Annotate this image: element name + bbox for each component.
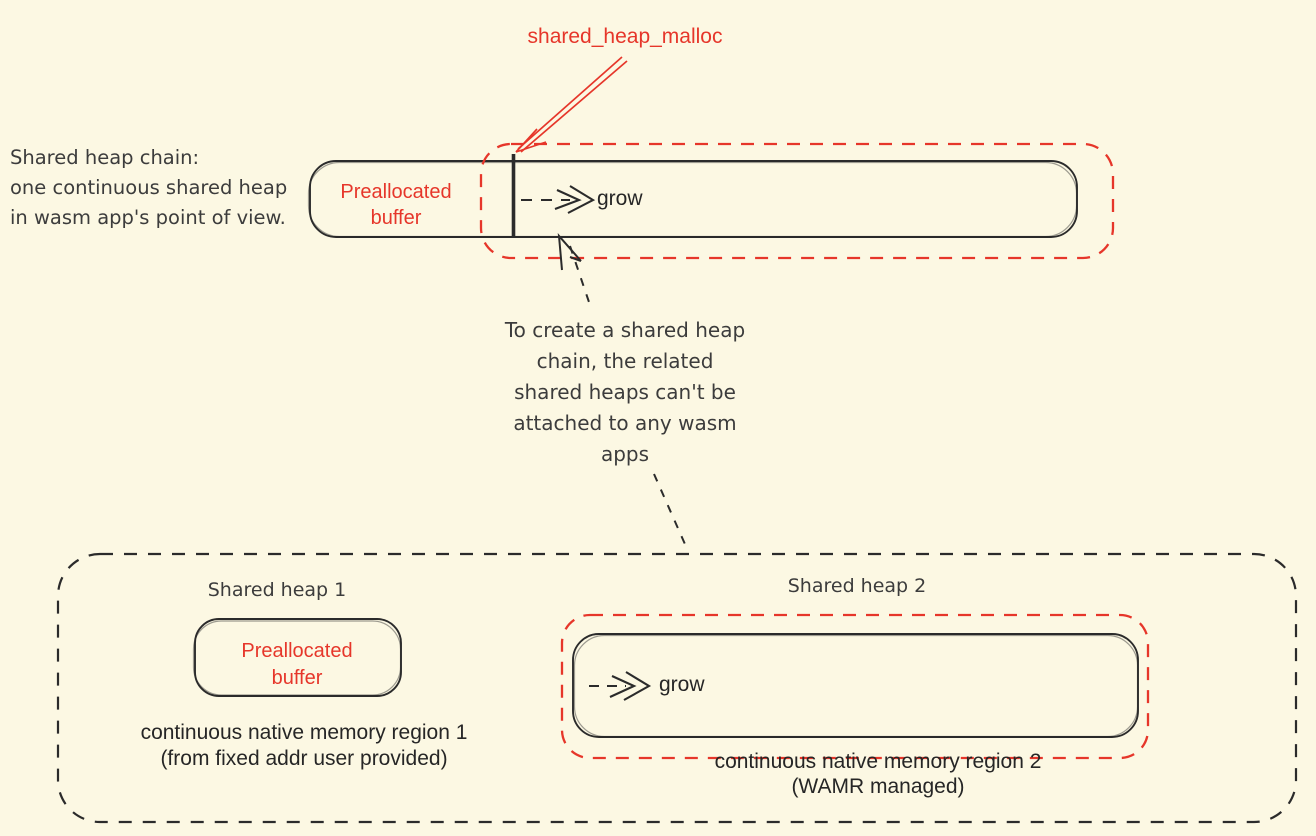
prealloc-buffer-label: Preallocated buffer: [340, 179, 451, 231]
heap1-title: Shared heap 1: [207, 579, 347, 601]
grow-label: grow: [659, 673, 705, 696]
note-line: chain, the related: [536, 349, 714, 373]
shared-heaps-group-dashed-box: [56, 552, 1298, 824]
region-caption-line: continuous native memory region 1: [140, 721, 468, 744]
caption-line: one continuous shared heap: [10, 176, 288, 199]
caption-line: in wasm app's point of view.: [10, 206, 286, 229]
grow-arrow-icon: [521, 185, 596, 214]
grow-arrow-icon: [589, 671, 652, 701]
caption-line: Shared heap chain:: [10, 146, 200, 169]
malloc-callout-label: shared_heap_malloc: [527, 25, 723, 48]
prealloc-label-line: Preallocated: [340, 181, 452, 203]
note-connector-top: [569, 245, 592, 309]
region-caption-line: continuous native memory region 2: [714, 750, 1042, 773]
cursor-arrow-icon: [557, 233, 582, 271]
note-line: attached to any wasm: [513, 411, 737, 435]
heap2-box: [572, 633, 1139, 738]
prealloc-label-line: buffer: [271, 667, 323, 689]
growable-region-dashed-outline: [479, 142, 1115, 260]
heap2-region-caption: continuous native memory region 2 (WAMR …: [715, 749, 1042, 799]
note-connector-bottom: [653, 473, 689, 552]
prealloc-label-line: Preallocated: [241, 640, 353, 662]
malloc-callout-arrow-icon: [515, 56, 628, 153]
chain-caption: Shared heap chain: one continuous shared…: [10, 143, 287, 233]
chain-note: To create a shared heap chain, the relat…: [505, 315, 745, 470]
region-caption-line: (WAMR managed): [791, 775, 965, 798]
note-line: shared heaps can't be: [514, 380, 736, 404]
heap2-box-sketch: [573, 634, 1139, 738]
region-caption-line: (from fixed addr user provided): [160, 747, 448, 770]
shared-heap-chain-box: [309, 160, 1078, 238]
heap2-dashed-outline: [560, 613, 1150, 760]
heap1-prealloc-box-sketch: [192, 620, 402, 696]
heap1-region-caption: continuous native memory region 1 (from …: [141, 720, 468, 772]
grow-label: grow: [597, 187, 643, 210]
shared-heap-chain-box-sketch: [307, 161, 1078, 238]
note-line: apps: [600, 442, 650, 466]
heap1-prealloc-label: Preallocated buffer: [241, 638, 352, 692]
prealloc-label-line: buffer: [370, 207, 422, 229]
note-line: To create a shared heap: [504, 318, 746, 342]
heap1-prealloc-box: [194, 618, 402, 697]
heap2-title: Shared heap 2: [787, 575, 927, 597]
